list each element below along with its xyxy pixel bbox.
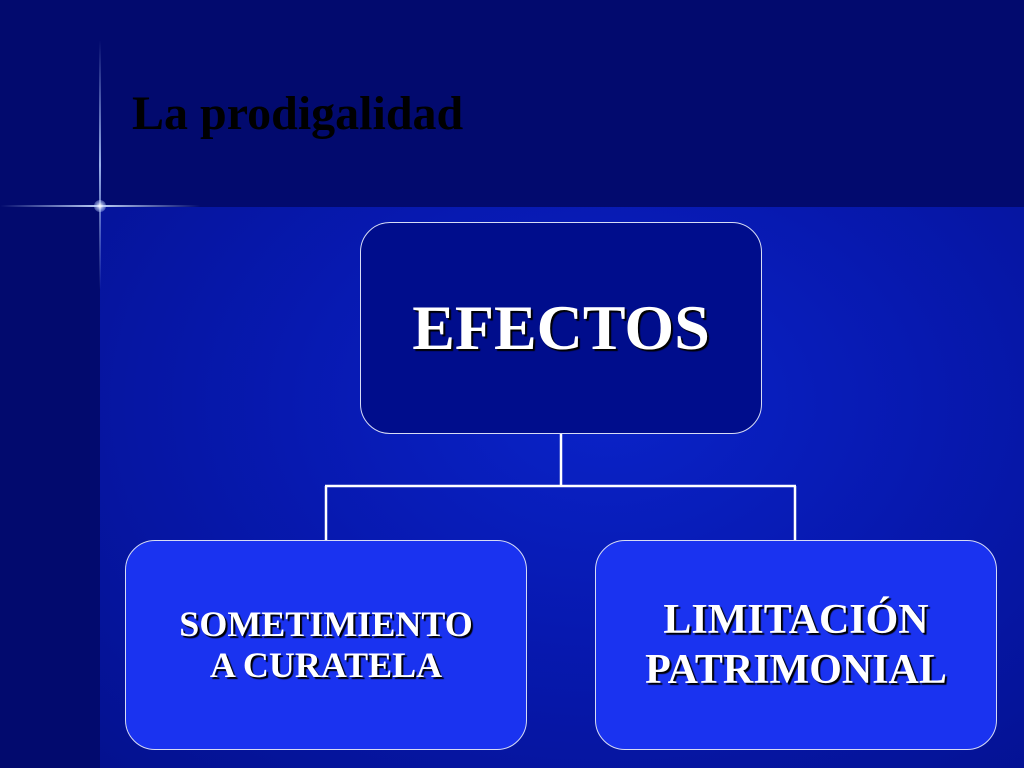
diagram-node-curatela: SOMETIMIENTO A CURATELA xyxy=(125,540,527,750)
slide-title: La prodigalidad xyxy=(132,87,464,140)
node-patrimonial-label: LIMITACIÓN PATRIMONIAL xyxy=(645,596,947,693)
node-root-label: EFECTOS xyxy=(412,292,710,363)
background-top-band xyxy=(0,0,1024,207)
diagram-node-patrimonial: LIMITACIÓN PATRIMONIAL xyxy=(595,540,997,750)
diagram-node-root: EFECTOS xyxy=(360,222,762,434)
sparkle-vertical-ray xyxy=(99,40,101,290)
node-curatela-label: SOMETIMIENTO A CURATELA xyxy=(179,603,473,685)
background-left-band xyxy=(0,207,100,768)
sparkle-star-icon xyxy=(94,200,106,212)
